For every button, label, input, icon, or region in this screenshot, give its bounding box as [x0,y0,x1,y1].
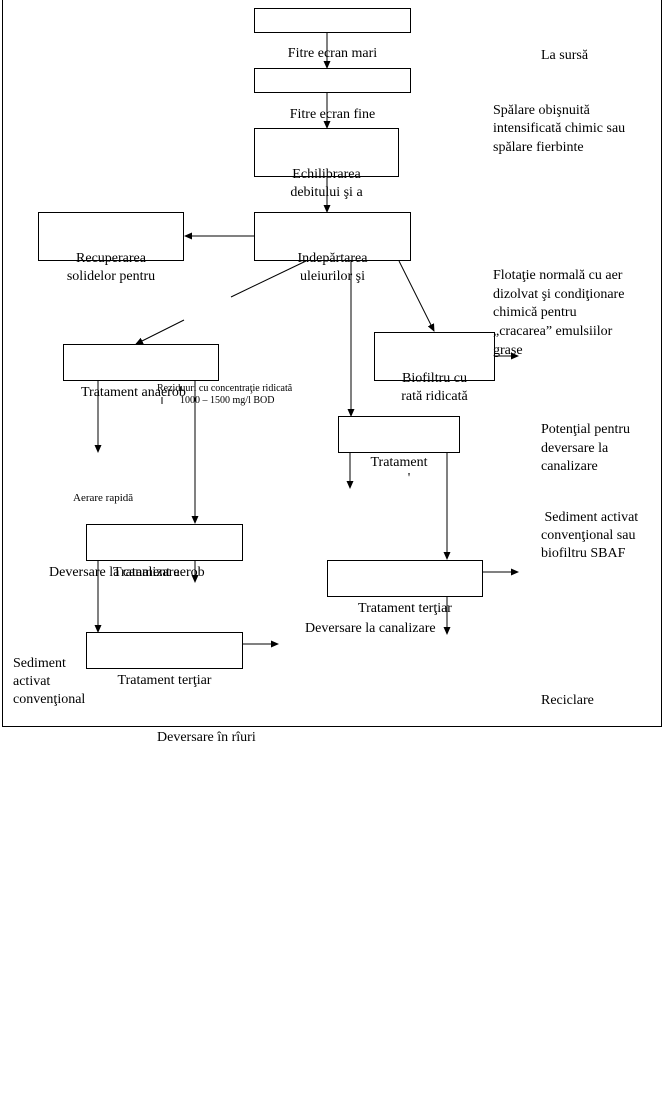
box-recuperare [38,212,184,261]
label-trat-tertiar-left: Tratament terţiar [117,673,212,688]
note-flotatie-4: „cracarea” emulsiilor [493,324,613,339]
label-recuperare-2: solidelor pentru [66,269,156,284]
label-trat-anaerob: Tratament anaerob [81,385,186,400]
label-trat-mid-1: Tratament [370,455,428,470]
note-la-sursa: La sursă [541,48,589,63]
note-flotatie-1: Flotaţie normală cu aer [493,268,623,283]
label-echilibrare-1: Echilibrarea [292,167,361,182]
label-sediment-left-1: Sediment [13,656,66,671]
label-trat-aerob: Tratament aerob [113,565,205,580]
label-deversare-riuri: Deversare în rîuri [157,730,256,745]
label-biofiltru-1: Biofiltru cu [402,371,467,386]
label-sediment-left-3: convenţional [13,692,86,707]
label-reziduuri-2: 1000 – 1500 mg/l BOD [180,395,275,406]
box-trat-mid [338,416,460,453]
note-spalare-2: intensificată chimic sau [493,121,626,136]
box-fitre-fine [254,68,411,93]
note-potential-2: deversare la [541,441,609,456]
note-sediment-right-1: Sediment activat [541,510,639,525]
label-deversare-can-left: Deversare la canalizare [49,565,180,580]
note-potential-1: Potenţial pentru [541,422,631,437]
label-echilibrare-2: debitului şi a [290,185,363,200]
label-trat-mid-2: ' [407,471,411,486]
note-flotatie-2: dizolvat şi condiţionare [493,287,625,302]
box-trat-tertiar-left [86,632,243,669]
label-aerare: Aerare rapidă [73,492,134,504]
note-potential-3: canalizare [541,459,598,474]
label-indepartare-1: Indepărtarea [297,251,368,266]
box-trat-aerob [86,524,243,561]
label-deversare-can-right: Deversare la canalizare [305,621,436,636]
box-trat-anaerob [63,344,219,381]
box-indepartare [254,212,411,261]
note-spalare-1: Spălare obişnuită [493,103,590,118]
box-biofiltru [374,332,495,381]
box-trat-tertiar-right [327,560,483,597]
label-indepartare-2: uleiurilor şi [300,269,365,284]
note-reciclare: Reciclare [541,693,594,708]
note-flotatie-5: grase [493,343,523,358]
note-sediment-right-3: biofiltru SBAF [541,546,626,561]
label-trat-tertiar-right: Tratament terţiar [358,601,452,616]
label-recuperare-1: Recuperarea [76,251,146,266]
note-flotatie-3: chimică pentru [493,305,577,320]
note-spalare-3: spălare fierbinte [493,140,584,155]
label-fitre-fine: Fitre ecran fine [289,107,376,122]
diagram-frame [2,0,662,727]
label-reziduuri-1: Reziduuri cu concentraţie ridicată [157,383,293,394]
note-sediment-right-2: convenţional sau [541,528,636,543]
box-fitre-mari [254,8,411,33]
label-fitre-mari: Fitre ecran mari [287,46,378,61]
label-biofiltru-2: rată ridicată [401,389,468,404]
label-sediment-left-2: activat [13,674,51,689]
